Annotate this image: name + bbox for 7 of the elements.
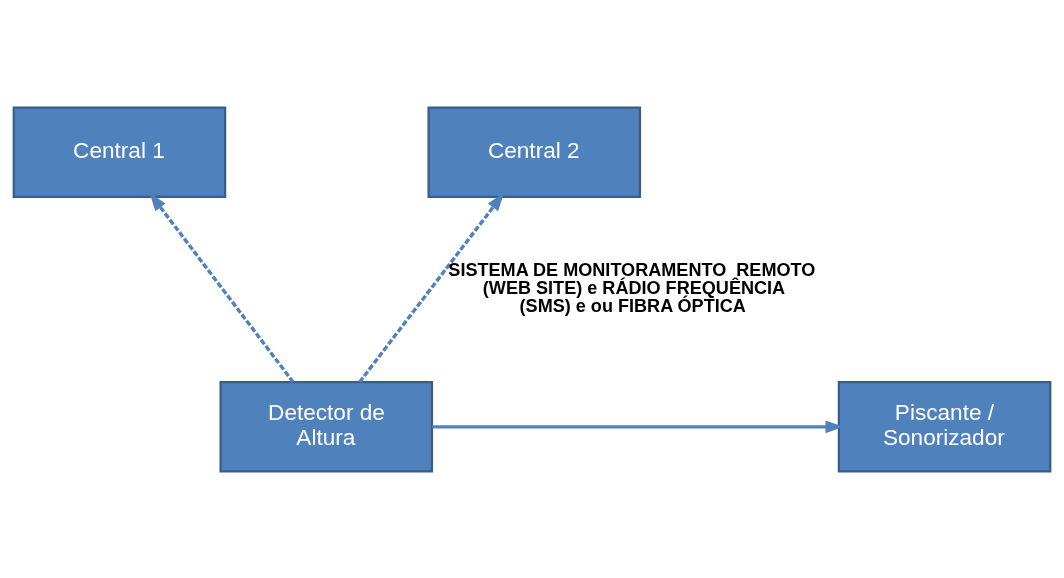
node-box: Central 1 — [12, 105, 227, 198]
arrow — [358, 192, 505, 383]
arrow — [149, 192, 295, 383]
node-box: Detector de Altura — [219, 380, 434, 473]
edge-label: SISTEMA DE MONITORAMENTO REMOTO (WEB SITE) e RÁDIO FREQUÊNCIA (SMS) e ou FIBRA ÓPTICA — [448, 259, 816, 316]
node-box: Central 2 — [427, 105, 642, 198]
node-box: Piscante / Sonorizador — [837, 380, 1052, 473]
